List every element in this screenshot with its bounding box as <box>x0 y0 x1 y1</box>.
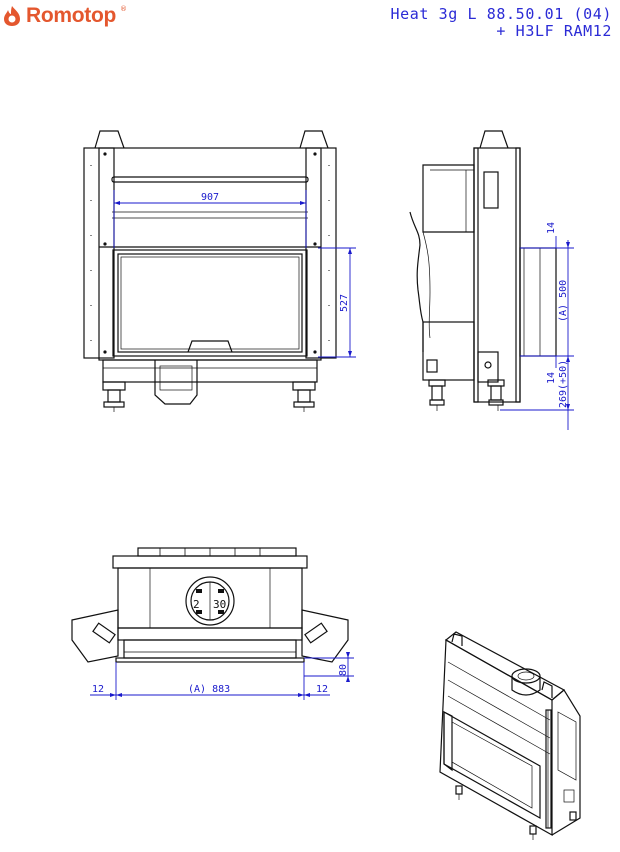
model-title: Heat 3g L 88.50.01 (04) + H3LF RAM12 <box>390 6 612 40</box>
isometric-view <box>439 631 581 840</box>
top-dimensions: 12 (A) 883 12 80 <box>90 652 354 700</box>
top-right-gap-label: 12 <box>316 684 328 695</box>
side-view: 14 (A) 500 14 269(+50) <box>409 130 574 430</box>
top-depth-label: 80 <box>338 664 349 676</box>
front-width-label: 907 <box>201 192 219 203</box>
side-bottom-gap-label: 14 <box>546 372 557 384</box>
front-width-dimension: 907 <box>113 190 307 248</box>
model-line-2: + H3LF RAM12 <box>496 22 612 40</box>
registered-mark: ® <box>120 5 128 13</box>
brand-name: Romotop <box>26 4 117 27</box>
brand-logo: Romotop ® <box>2 4 127 28</box>
side-base-label: 269(+50) <box>558 360 569 408</box>
model-line-1: Heat 3g L 88.50.01 (04) <box>390 5 612 23</box>
side-top-gap-label: 14 <box>546 222 557 234</box>
front-height-label: 527 <box>339 294 350 312</box>
front-height-dimension: 527 <box>318 247 356 358</box>
top-view: 2 30 12 (A) 883 12 80 <box>71 547 354 700</box>
top-width-label: (A) 883 <box>188 684 230 695</box>
side-dimensions: 14 (A) 500 14 269(+50) <box>500 222 574 430</box>
flue-label-left: 2 <box>193 598 200 611</box>
flue-label-right: 30 <box>213 598 226 611</box>
front-view: 907 527 <box>83 130 356 412</box>
flame-logo-icon <box>4 6 20 26</box>
top-left-gap-label: 12 <box>92 684 104 695</box>
side-opening-label: (A) 500 <box>558 280 569 322</box>
